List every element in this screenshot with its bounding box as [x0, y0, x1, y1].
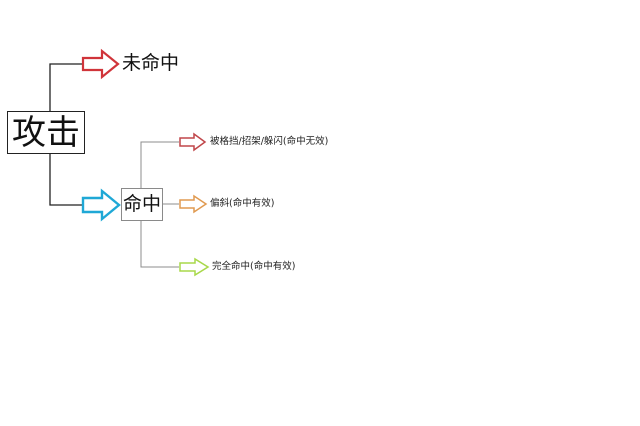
glance-arrow-icon	[179, 194, 208, 214]
attack-node: 攻击	[7, 111, 85, 154]
miss-arrow-icon	[81, 48, 120, 80]
attack-node-label: 攻击	[12, 112, 80, 153]
full-arrow-icon	[179, 257, 210, 277]
glancing-outcome-label: 偏斜(命中有效)	[210, 198, 275, 209]
root-to-hit-connector	[49, 152, 82, 206]
blocked-outcome-label: 被格挡/招架/躲闪(命中无效)	[210, 136, 329, 147]
root-to-miss-connector	[49, 63, 82, 111]
hit-to-block-connector	[140, 141, 179, 188]
hit-node: 命中	[121, 188, 163, 221]
block-arrow-icon	[179, 132, 207, 152]
hit-to-full-connector	[140, 220, 179, 268]
full-hit-outcome-label: 完全命中(命中有效)	[212, 261, 296, 272]
miss-node-label: 未命中	[122, 52, 180, 74]
hit-arrow-icon	[81, 188, 121, 222]
hit-node-label: 命中	[122, 193, 161, 215]
